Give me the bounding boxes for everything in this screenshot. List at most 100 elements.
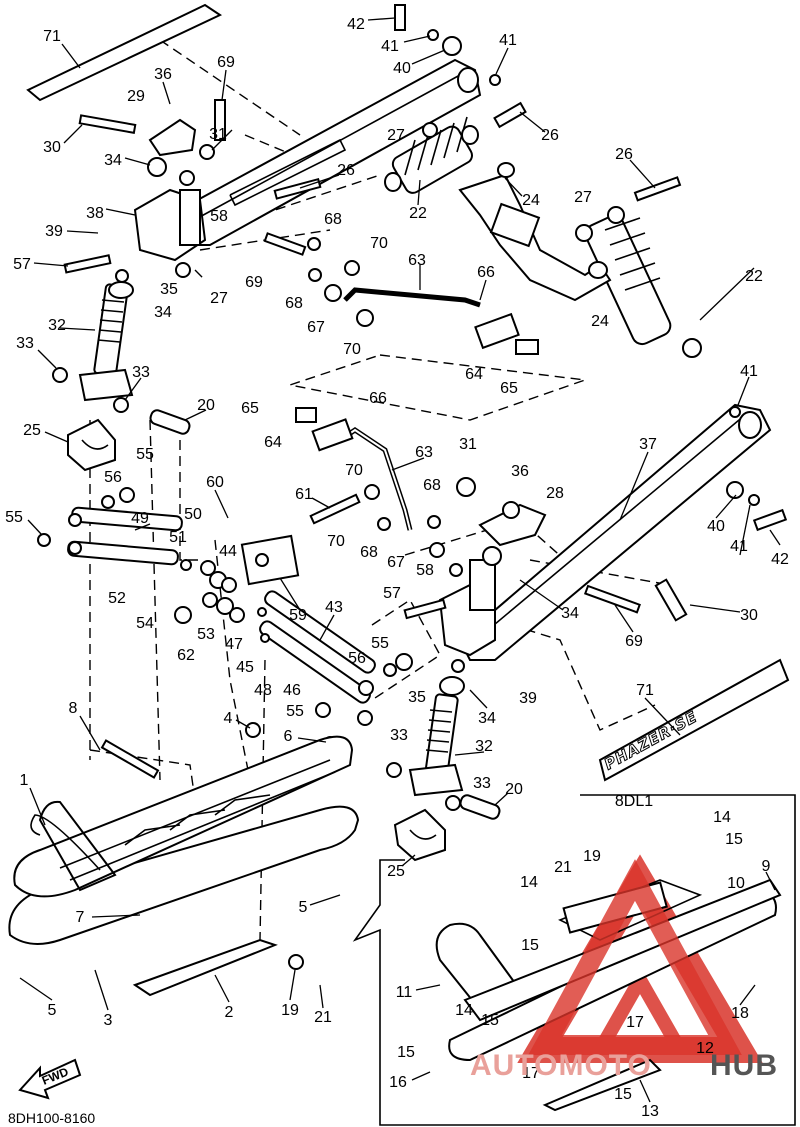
callout-label: 68 [360,544,378,561]
ski-column-bracket-lower [438,546,502,657]
callout-label: 5 [299,899,308,916]
callout-label: 28 [546,485,564,502]
callout-label: 18 [731,1005,749,1022]
decal-71-lower: PHAZER·SE [598,658,790,782]
callout-label: 14 [713,809,731,826]
callout-label: 41 [740,363,758,380]
callout-label: 69 [217,54,235,71]
callout-label: 53 [197,626,215,643]
callout-label: 42 [347,16,365,33]
callout-label: 15 [725,831,743,848]
ski-housing-lower [393,808,446,862]
callout-label: 26 [615,146,633,163]
decal-71-upper [26,3,223,102]
callout-label: 58 [416,562,434,579]
callout-label: 42 [771,551,789,568]
callout-label: 24 [522,192,540,209]
watermark-part2: HUB [710,1049,778,1082]
spindle-upper [78,281,134,402]
ski-assembly [8,735,360,997]
callout-label: 55 [286,703,304,720]
callout-label: 57 [383,585,401,602]
callout-label: 41 [499,32,517,49]
shaft-46 [259,620,371,704]
callout-label: 46 [283,682,301,699]
callout-label: 27 [574,189,592,206]
callout-label: 64 [264,434,282,451]
callout-label: 2 [225,1004,234,1021]
callout-label: 19 [281,1002,299,1019]
shock-absorber-front [384,116,479,194]
callout-label: 59 [289,607,307,624]
callout-label: 48 [254,682,272,699]
pins-20 [149,409,501,820]
callout-label: 71 [43,28,61,45]
bracket-29 [148,118,197,157]
callout-label: 63 [408,252,426,269]
callout-label: 65 [241,400,259,417]
callout-label: 35 [408,689,426,706]
leader-lines [19,17,781,1103]
callout-label: 36 [511,463,529,480]
callout-label: 70 [345,462,363,479]
callout-label: 67 [387,554,405,571]
callout-label: 40 [707,518,725,535]
callout-label: 7 [76,909,85,926]
callout-label: 31 [459,436,477,453]
callout-label: 66 [369,390,387,407]
callout-label: 68 [324,211,342,228]
callout-label: 12 [696,1040,714,1057]
callout-label: 58 [210,208,228,225]
watermark-triangle [528,859,742,1055]
callout-label: 22 [409,205,427,222]
callout-label: 68 [285,295,303,312]
callout-label: 52 [108,590,126,607]
callout-label: 21 [554,859,572,876]
callout-label: 60 [206,474,224,491]
reference-lines [89,39,671,941]
diagram-code: 8DH100-8160 [8,1110,95,1126]
callout-label: 30 [43,139,61,156]
callout-label: 29 [127,88,145,105]
callout-label: 67 [307,319,325,336]
callout-label: 40 [393,60,411,77]
callout-label: 49 [131,510,149,527]
watermark-part1: AUTOMOTO [470,1049,652,1082]
callout-label: 14 [455,1002,473,1019]
callout-label: 70 [343,341,361,358]
callout-label: 50 [184,506,202,523]
callout-label: 45 [236,659,254,676]
callout-label: 71 [636,682,654,699]
callout-label: 6 [284,728,293,745]
callout-label: 26 [541,127,559,144]
callout-label: 10 [727,875,745,892]
fasteners [37,4,788,970]
callout-label: 41 [381,38,399,55]
callout-label: 17 [522,1065,540,1082]
callout-label: 65 [500,380,518,397]
callout-label: 37 [639,436,657,453]
callout-label: 27 [210,290,228,307]
callout-label: 36 [154,66,172,83]
callout-label: 69 [245,274,263,291]
callout-label: 21 [314,1009,332,1026]
callout-label: 8 [69,700,78,717]
callout-label: 32 [48,317,66,334]
callout-label: 56 [104,469,122,486]
callout-label: 62 [177,647,195,664]
callout-label: 31 [209,126,227,143]
callout-label: 14 [520,874,538,891]
watermark-text: AUTOMOTO HUB [470,1049,778,1082]
callout-label: 11 [396,984,413,1001]
callout-label: 66 [477,264,495,281]
forward-arrow-icon: FWD [18,1058,82,1100]
callout-label: 57 [13,256,31,273]
callout-label: 63 [415,444,433,461]
callout-label: 3 [104,1012,113,1029]
variant-inset-box [352,794,796,1126]
callout-label: 30 [740,607,758,624]
callout-label: 25 [23,422,41,439]
callout-label: 54 [136,615,154,632]
callout-label: 51 [169,529,187,546]
callout-label: 55 [5,509,23,526]
